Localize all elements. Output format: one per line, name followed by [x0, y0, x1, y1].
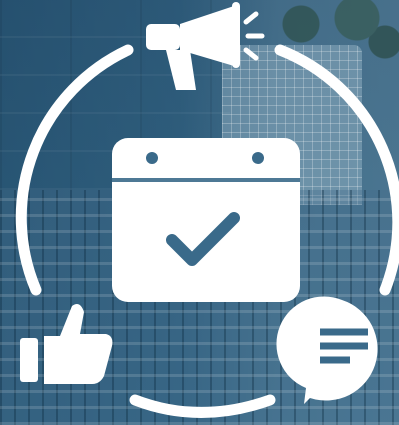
- megaphone-icon: [146, 2, 262, 90]
- thumbs-up-icon: [20, 304, 112, 384]
- calendar-check-icon: [112, 138, 300, 302]
- chat-bubble-icon: [276, 296, 377, 404]
